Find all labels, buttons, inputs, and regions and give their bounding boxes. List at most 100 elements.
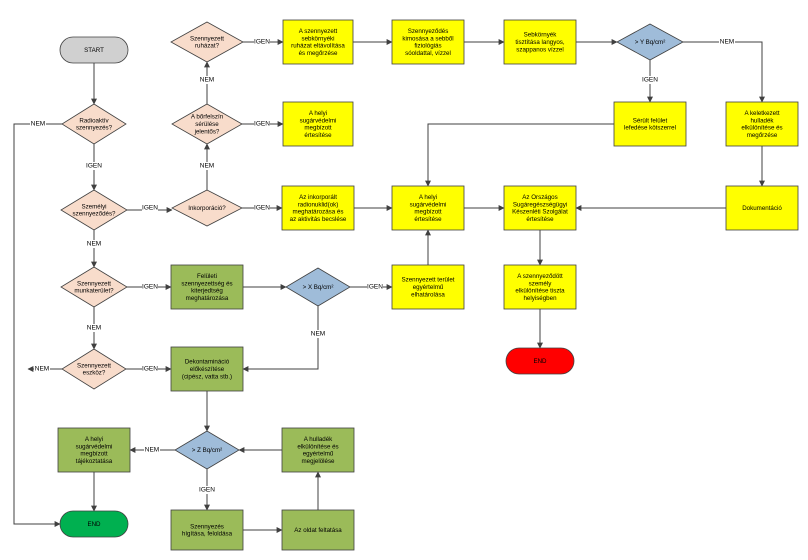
- svg-text:IGEN: IGEN: [142, 205, 158, 212]
- node-d_z: > Z Bq/cm²: [174, 430, 240, 470]
- connector-14: [683, 41, 765, 103]
- node-d_inkorporacio: Inkorporáció?: [171, 189, 243, 227]
- node-p_oldat: Az oldat feltatása: [281, 509, 355, 551]
- node-label: > X Bq/cm²: [303, 284, 334, 291]
- node-end3: END: [505, 347, 575, 375]
- edge-label-nem: NEM: [719, 38, 735, 46]
- connector-27: [242, 306, 319, 372]
- edge-label-nem: NEM: [199, 162, 215, 170]
- node-label: Dokumentáció: [742, 205, 782, 212]
- node-label: > Y Bq/cm²: [635, 39, 666, 46]
- node-label: END: [533, 358, 547, 365]
- edge-label-igen: IGEN: [254, 204, 270, 212]
- svg-text:NEM: NEM: [720, 39, 734, 46]
- svg-text:IGEN: IGEN: [86, 163, 102, 170]
- edge-label-igen: IGEN: [254, 38, 270, 46]
- svg-text:NEM: NEM: [31, 121, 45, 128]
- edge-label-igen: IGEN: [142, 365, 158, 373]
- edge-label-igen: IGEN: [367, 283, 383, 291]
- node-label: > Z Bq/cm²: [192, 447, 222, 454]
- svg-text:NEM: NEM: [87, 241, 101, 248]
- node-label: Inkorporáció?: [188, 205, 226, 212]
- edge-label-nem: NEM: [34, 365, 50, 373]
- edge-label-nem: NEM: [199, 76, 215, 84]
- connector-16: [425, 123, 614, 187]
- svg-text:IGEN: IGEN: [254, 121, 270, 128]
- node-end1: END: [59, 510, 129, 538]
- node-label: Az oldat feltatása: [294, 527, 342, 534]
- edge-label-nem: NEM: [86, 324, 102, 332]
- svg-text:IGEN: IGEN: [142, 284, 158, 291]
- svg-text:IGEN: IGEN: [142, 366, 158, 373]
- edge-label-igen: IGEN: [142, 283, 158, 291]
- node-label: START: [84, 47, 104, 54]
- svg-text:IGEN: IGEN: [642, 77, 658, 84]
- edge-label-igen: IGEN: [199, 486, 215, 494]
- edge-label-nem: NEM: [144, 446, 160, 454]
- edge-label-nem: NEM: [310, 330, 326, 338]
- svg-text:NEM: NEM: [35, 366, 49, 373]
- svg-text:IGEN: IGEN: [254, 205, 270, 212]
- node-p_dokumentacio: Dokumentáció: [725, 185, 799, 231]
- svg-text:IGEN: IGEN: [199, 487, 215, 494]
- svg-text:IGEN: IGEN: [254, 39, 270, 46]
- svg-text:NEM: NEM: [200, 77, 214, 84]
- svg-text:NEM: NEM: [87, 325, 101, 332]
- node-d_y: > Y Bq/cm²: [616, 23, 684, 61]
- node-start: START: [59, 36, 129, 64]
- node-d_x: > X Bq/cm²: [285, 267, 351, 307]
- edge-label-nem: NEM: [86, 240, 102, 248]
- svg-text:IGEN: IGEN: [367, 284, 383, 291]
- edge-label-igen: IGEN: [142, 204, 158, 212]
- edge-label-nem: NEM: [30, 120, 46, 128]
- edge-label-igen: IGEN: [642, 76, 658, 84]
- connector-4: [13, 123, 62, 527]
- node-label: END: [87, 521, 101, 528]
- svg-text:NEM: NEM: [145, 447, 159, 454]
- svg-text:NEM: NEM: [200, 163, 214, 170]
